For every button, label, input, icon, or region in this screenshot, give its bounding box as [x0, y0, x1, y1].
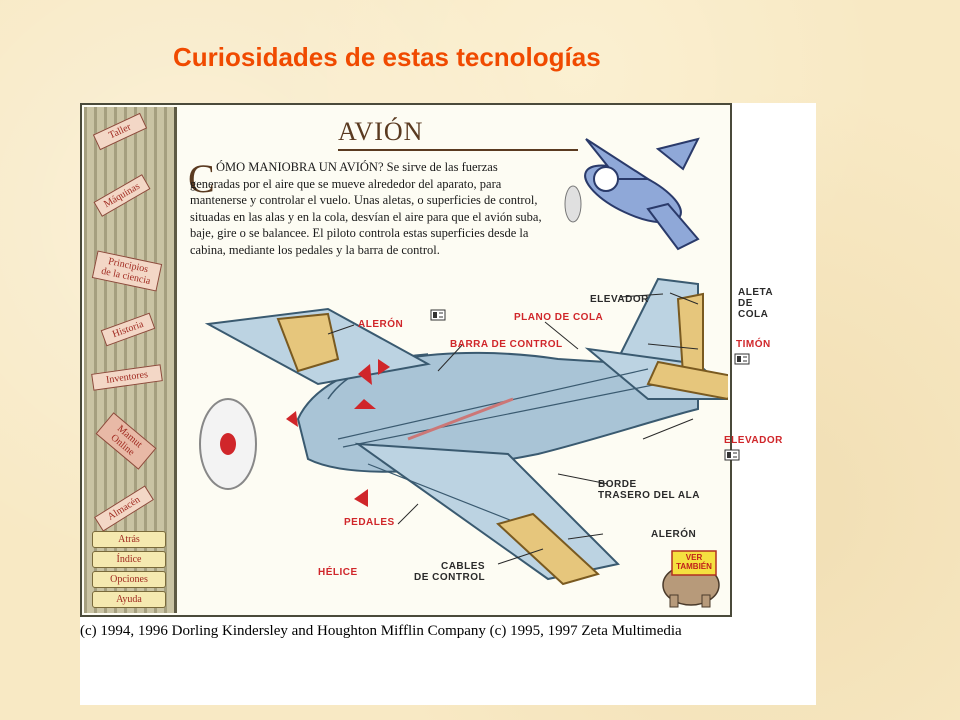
options-button[interactable]: Opciones: [92, 571, 166, 588]
label-timon: TIMÓN: [736, 339, 771, 350]
heading-rule: [338, 149, 578, 151]
help-button[interactable]: Ayuda: [92, 591, 166, 608]
sidebar-item-principios[interactable]: Principios de la ciencia: [91, 250, 163, 292]
aileron-flap-icon: [276, 292, 728, 586]
label-elevador-top: ELEVADOR: [590, 294, 649, 305]
app-window: Taller Máquinas Principios de la ciencia…: [80, 103, 782, 617]
content-area: AVIÓN C ÓMO MANIOBRA UN AVIÓN? Se sirve …: [178, 109, 782, 615]
see-also-button[interactable]: VER TAMBIÉN: [658, 547, 724, 614]
intro-dropcap: C: [188, 156, 215, 201]
audio-elevador-icon[interactable]: [724, 449, 740, 461]
mammoth-icon: [662, 550, 720, 608]
sidebar-item-maquinas[interactable]: Máquinas: [93, 174, 151, 217]
label-aleron-top: ALERÓN: [358, 319, 404, 330]
sidebar-item-historia[interactable]: Historia: [100, 312, 156, 347]
label-helice: HÉLICE: [318, 567, 358, 578]
propeller-icon: [199, 398, 257, 490]
label-plano-cola: PLANO DE COLA: [514, 312, 604, 323]
index-button[interactable]: Índice: [92, 551, 166, 568]
label-borde-trasero: BORDE TRASERO DEL ALA: [598, 479, 700, 501]
copyright-notice: (c) 1994, 1996 Dorling Kindersley and Ho…: [80, 623, 682, 639]
intro-text: ÓMO MANIOBRA UN AVIÓN? Se sirve de las f…: [190, 160, 542, 257]
audio-timon-icon[interactable]: [734, 353, 750, 365]
back-button[interactable]: Atrás: [92, 531, 166, 548]
page-heading: AVIÓN: [338, 117, 424, 146]
leader-lines: [327, 292, 699, 565]
sidebar-item-mamut-online[interactable]: Mamut Online: [95, 412, 157, 470]
sidebar-item-inventores[interactable]: Inventores: [91, 364, 163, 391]
airplane-diagram: [199, 137, 728, 586]
app-screenshot: Taller Máquinas Principios de la ciencia…: [80, 103, 816, 705]
slide-title: Curiosidades de estas tecnologías: [173, 42, 601, 72]
label-pedales: PEDALES: [344, 517, 395, 528]
label-aleta-cola: ALETA DE COLA: [738, 287, 774, 320]
sidebar-item-taller[interactable]: Taller: [92, 112, 148, 151]
audio-aleron-icon[interactable]: [430, 309, 446, 321]
control-arrows-icon: [286, 359, 390, 507]
sidebar: Taller Máquinas Principios de la ciencia…: [84, 107, 177, 613]
label-elevador-right: ELEVADOR: [724, 435, 783, 446]
label-aleron-bottom: ALERÓN: [651, 529, 697, 540]
see-also-label-2: TAMBIÉN: [676, 562, 712, 571]
sidebar-item-almacen[interactable]: Almacén: [94, 485, 154, 532]
label-cables-control: CABLES DE CONTROL: [414, 561, 486, 583]
cartoon-plane-icon: [564, 137, 700, 251]
see-also-label-1: VER: [685, 553, 703, 562]
label-barra-control: BARRA DE CONTROL: [450, 339, 563, 350]
